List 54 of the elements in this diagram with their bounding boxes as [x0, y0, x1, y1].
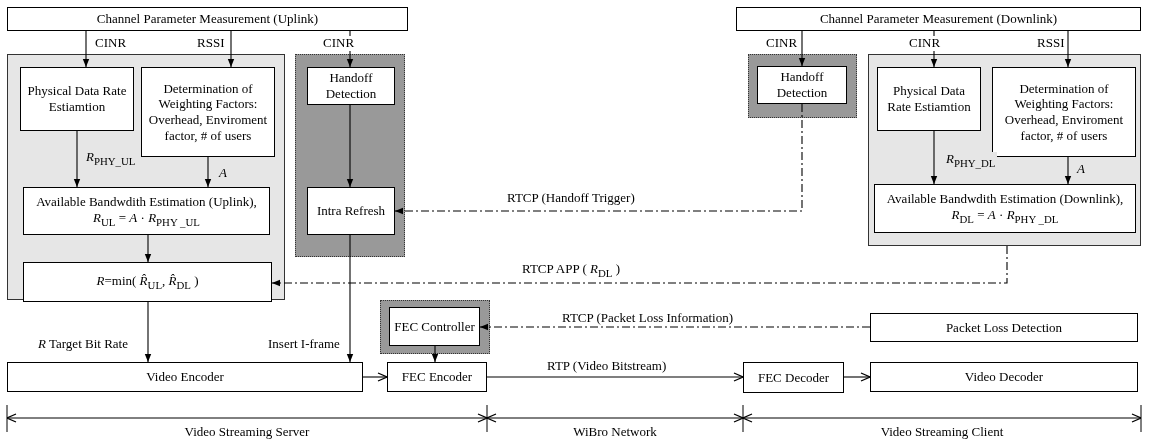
process-box: Channel Parameter Measurement (Uplink) [7, 7, 408, 31]
edge-label: R$_{PHY_UL}$ [84, 150, 138, 168]
process-box: Channel Parameter Measurement (Downlink) [736, 7, 1141, 31]
arrow [346, 104, 354, 188]
process-box: Available Bandwdith Estimation (Downlink), R$_{DL}$ = A · R$_{PHY _DL}$ [874, 184, 1136, 233]
edge-label: RTCP (Packet Loss Information) [560, 311, 735, 326]
process-box: Packet Loss Detection [870, 313, 1138, 342]
process-box: FEC Controller [389, 307, 480, 346]
arrow [431, 345, 439, 363]
arrow [346, 234, 354, 363]
arrow [486, 372, 744, 382]
arrow [843, 372, 871, 382]
process-box: Video Decoder [870, 362, 1138, 392]
arrow [73, 130, 81, 188]
process-box: Physical Data Rate Estiamtion [20, 67, 134, 131]
edge-label: CINR [907, 36, 943, 51]
section-label: Video Streaming Client [880, 424, 1004, 440]
process-box: Intra Refresh [307, 187, 395, 235]
arrow [1064, 156, 1072, 185]
group-panel [748, 54, 857, 118]
arrow [144, 234, 152, 263]
group-panel [7, 54, 285, 300]
arrow [204, 156, 212, 188]
process-box: Available Bandwdith Estimation (Uplink), R$_{UL}$ = A · R$_{PHY _UL}$ [23, 187, 270, 235]
group-panel [380, 300, 490, 354]
process-box: Handoff Detection [757, 66, 847, 104]
process-box: Physical Data Rate Estiamtion [877, 67, 981, 131]
process-box: Handoff Detection [307, 67, 395, 105]
process-box: Determination of Weighting Factors: Overhead, Enviroment factor, # of users [992, 67, 1136, 157]
section-label: Video Streaming Server [184, 424, 310, 440]
process-box: FEC Encoder [387, 362, 487, 392]
edge-label: R$_{PHY_DL}$ [944, 152, 998, 170]
arrow [479, 323, 871, 331]
arrow [362, 372, 388, 382]
edge-label: R Target Bit Rate [36, 337, 130, 352]
edge-label: CINR [321, 36, 357, 51]
section-label: WiBro Network [573, 424, 657, 440]
process-box: R=min( R̂$_{UL}$, R̂$_{DL}$ ) [23, 262, 272, 302]
arrow [930, 130, 938, 185]
group-panel [295, 54, 405, 257]
arrow [82, 30, 90, 68]
edge-label: RTCP (Handoff Trigger) [505, 191, 637, 206]
process-box: Video Encoder [7, 362, 363, 392]
arrow [227, 30, 235, 68]
arrow [271, 245, 1008, 287]
group-panel [868, 54, 1141, 246]
arrow [394, 103, 803, 215]
process-box: Determination of Weighting Factors: Overhead, Enviroment factor, # of users [141, 67, 275, 157]
arrow [1064, 30, 1072, 68]
arrow [144, 301, 152, 363]
process-box: FEC Decoder [743, 362, 844, 393]
edge-label: RTCP APP ( R$_{DL}$ ) [520, 262, 622, 280]
edge-label: RTP (Video Bitstream) [545, 359, 669, 374]
arrow [798, 30, 806, 67]
